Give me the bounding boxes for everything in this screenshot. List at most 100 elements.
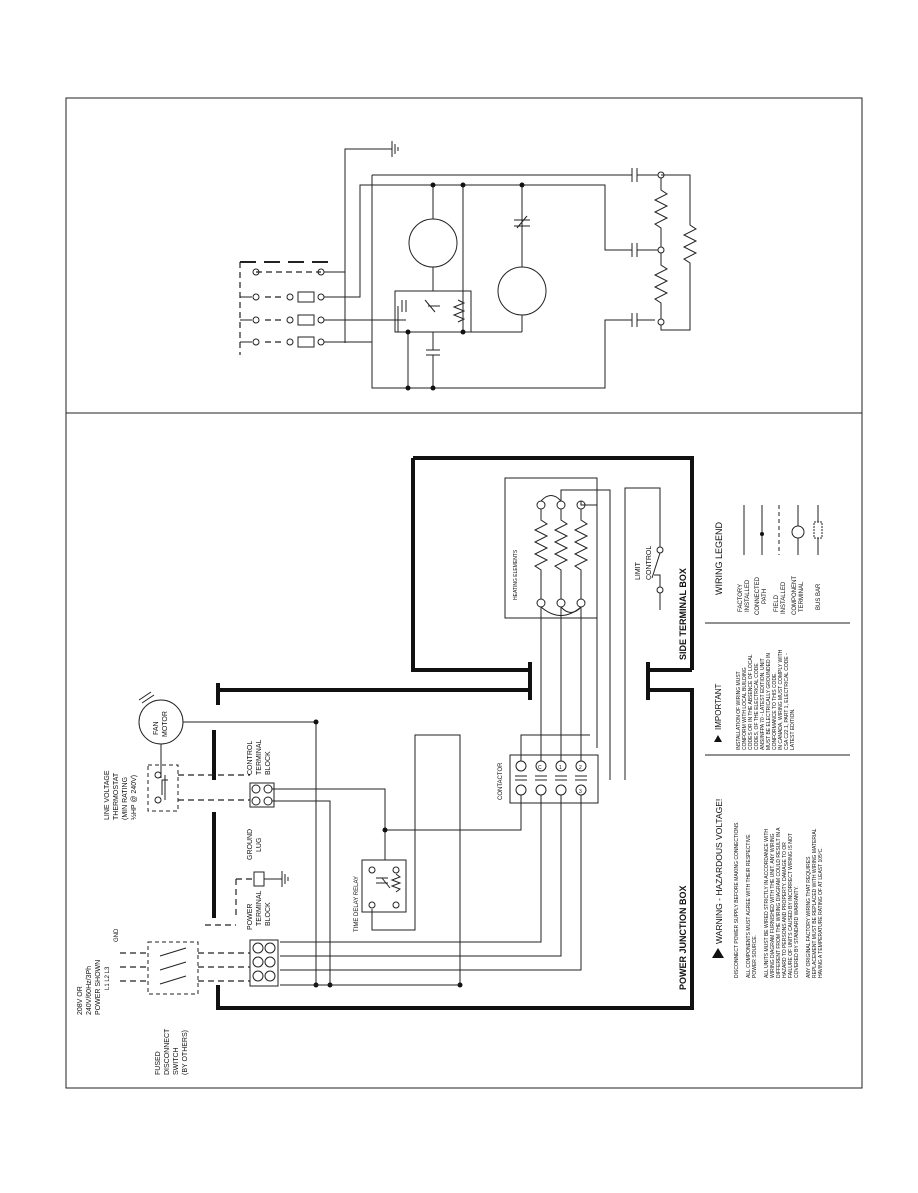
contactor-pole-3 — [575, 760, 587, 796]
power-terminal-label-2: TERMINAL — [256, 891, 263, 927]
legend-terminal-circle — [791, 525, 805, 539]
warning-icon — [712, 948, 724, 958]
power-junction-box-label: POWER JUNCTION BOX — [678, 885, 688, 990]
ground-lug — [253, 871, 265, 887]
important-line-2: CONFORM WITH LOCAL BUILDING — [742, 667, 748, 750]
important-line-9: CSA C22.1, PART 1, ELECTRICAL CODE - — [784, 653, 790, 750]
time-delay-relay-label: TIME DELAY RELAY — [354, 876, 360, 932]
legend-connected-dot — [760, 532, 764, 536]
contact-1 — [631, 168, 660, 182]
side-terminal-box-label: SIDE TERMINAL BOX — [678, 568, 688, 660]
ground-lug-icon — [281, 871, 289, 887]
contactor-terminal-3: 3 — [579, 789, 582, 795]
legend-title: WIRING LEGEND — [714, 521, 724, 595]
legend-busbar: BUS BAR — [816, 583, 822, 610]
important-line-6: MUST BE ELECTRICALLY GROUNDED IN — [766, 653, 772, 750]
important-line-5: ANSI/NFPA 70 - LATEST EDITION. UNIT — [760, 658, 766, 750]
power-supply-label-1: 208V OR — [77, 986, 84, 1015]
ground-lug-label-1: GROUND — [247, 829, 254, 860]
heating-element-1 — [533, 500, 549, 608]
thermostat-label-2: THERMOSTAT — [113, 772, 120, 820]
contactor-terminal-1: 1 — [559, 765, 562, 771]
important-line-8: IN CANADA, WIRING MUST COMPLY WITH — [778, 649, 784, 750]
thermostat-label-4: ½HP @ 240V) — [130, 775, 138, 820]
phase-labels: L1 L2 L3 — [105, 966, 111, 990]
thermostat-box — [147, 764, 179, 812]
contactor-block — [509, 754, 599, 804]
legend-connected-1: CONNECTED — [755, 576, 761, 615]
fused-disconnect-label-4: (BY OTHERS) — [182, 1030, 189, 1075]
legend-factory-2: INSTALLED — [745, 579, 751, 612]
fan-motor-label-2: MOTOR — [162, 711, 169, 737]
contactor-label: CONTACTOR — [498, 762, 504, 800]
contactor-pole-2 — [555, 760, 567, 796]
power-terminal-label-1: POWER — [247, 904, 254, 930]
warning-p3-line-5: FAILURE OF UNITS CAUSED BY INCORRECT WIR… — [788, 833, 794, 978]
relay-heater-symbol — [497, 266, 547, 316]
thermostat-label-1: LINE VOLTAGE — [104, 770, 111, 820]
warning-title: WARNING - HAZARDOUS VOLTAGE! — [714, 799, 724, 944]
fused-disconnect-label-2: DISCONNECT — [164, 1028, 171, 1075]
important-title: IMPORTANT — [714, 684, 723, 730]
control-terminal-label-1: CONTROL — [247, 741, 254, 775]
wiring-legend: WIRING LEGEND FACTORY INSTALLED CONNECTE… — [714, 505, 823, 615]
fan-motor-symbol — [408, 218, 458, 268]
thermostat-label-3: (MIN RATING — [122, 777, 129, 820]
warning-p3-line-2: WIRING DIAGRAM FURNISHED WITH THE UNIT. … — [770, 833, 776, 978]
disconnect-row-4 — [240, 319, 632, 389]
legend-field-2: INSTALLED — [781, 581, 787, 614]
power-supply-label-2: 240V/60Hz/3Ph — [86, 966, 93, 1015]
limit-control-label-2: CONTROL — [646, 546, 653, 580]
heating-elements-label: HEATING ELEMENTS — [513, 549, 519, 600]
important-line-7: CONFORMANCE TO THIS CODE. — [772, 672, 778, 750]
legend-field-1: FIELD — [774, 594, 780, 612]
warning-p3-line-1: ALL UNITS MUST BE WIRED STRICTLY IN ACCO… — [764, 829, 770, 978]
important-line-1: INSTALLATION OF WIRING MUST — [736, 671, 742, 750]
ladder-schematic — [239, 141, 698, 391]
contact-2 — [631, 243, 660, 257]
legend-busbar-symbol — [813, 521, 823, 539]
control-terminal-label-3: BLOCK — [265, 751, 272, 775]
power-terminal-label-3: BLOCK — [265, 902, 272, 926]
main-wiring-diagram: SIDE TERMINAL BOX POWER JUNCTION BOX HEA… — [77, 456, 694, 1075]
contactor-terminal-2: 2 — [579, 765, 582, 771]
fused-disconnect-switch — [147, 941, 199, 995]
warning-note: WARNING - HAZARDOUS VOLTAGE! DISCONNECT … — [712, 799, 824, 978]
fan-motor-label-1: FAN — [153, 721, 160, 735]
control-terminal-block — [249, 782, 275, 808]
warning-p1-line-1: DISCONNECT POWER SUPPLY BEFORE MAKING CO… — [734, 821, 740, 978]
control-terminal-label-2: TERMINAL — [256, 740, 263, 776]
warning-p2-line-2: POWER SOURCE. — [752, 935, 758, 978]
warning-p2-line-1: ALL COMPONENTS MUST AGREE WITH THEIR RES… — [746, 834, 752, 978]
warning-p4-line-2: REPLACEMENT MUST BE REPLACED WITH WIRING… — [812, 828, 818, 978]
time-delay-relay — [361, 859, 407, 913]
important-line-3: CODES OR IN THE ABSENCE OF LOCAL — [748, 654, 754, 750]
important-line-4: CODES, OF THE ELECTRICAL CODE — [754, 663, 760, 750]
important-note: IMPORTANT INSTALLATION OF WIRING MUST CO… — [714, 649, 796, 750]
warning-p3-line-6: COVERED BY STANDARD WARRANTY. — [794, 886, 800, 978]
caution-icon — [714, 735, 722, 742]
warning-p3-line-3: DIFFERENT FROM THE WIRING DIAGRAM COULD … — [776, 827, 782, 978]
warning-p4-line-1: ANY ORIGINAL FACTORY WIRING THAT REQUIRE… — [806, 856, 812, 978]
fused-disconnect-label-3: SWITCH — [173, 1047, 180, 1075]
heating-element-2 — [553, 500, 569, 608]
fused-disconnect-label-1: FUSED — [155, 1051, 162, 1075]
ground-icon — [391, 141, 399, 157]
fan-icon — [138, 691, 155, 704]
ground-lug-label-2: LUG — [256, 838, 263, 852]
power-terminal-block — [249, 939, 279, 987]
power-supply-label-3: POWER SHOWN — [95, 960, 102, 1015]
fan-motor — [138, 699, 184, 745]
disconnect-row-3 — [240, 314, 398, 326]
legend-connected-2: PATH — [762, 589, 768, 604]
warning-p4-line-3: HAVING A TEMPERATURE RATING OF AT LEAST … — [818, 847, 824, 978]
contact-3 — [631, 313, 655, 327]
contactor-terminal-c: C — [538, 765, 542, 771]
warning-p3-line-4: HAZARD TO PERSONS AND PROPERTY. DAMAGE T… — [782, 842, 788, 978]
legend-factory-1: FACTORY — [738, 584, 744, 612]
heating-element-3 — [573, 500, 589, 608]
limit-control-label-1: LIMIT — [635, 561, 642, 580]
gnd-label: GND — [114, 928, 120, 942]
